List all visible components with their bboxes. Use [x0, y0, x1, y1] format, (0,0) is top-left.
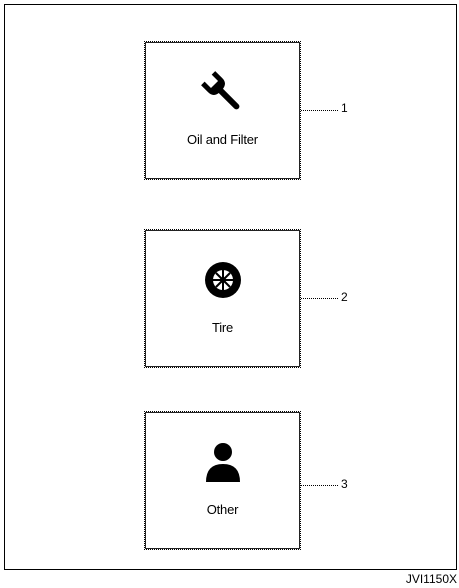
tire-icon [201, 256, 245, 306]
figure-code: JVI1150X [405, 572, 457, 586]
callout-leader-line [301, 485, 338, 486]
item-label: Tire [211, 320, 234, 335]
callout-leader-line [301, 110, 338, 111]
person-icon [201, 438, 245, 488]
other-button[interactable]: Other [144, 411, 301, 550]
tire-button[interactable]: Tire [144, 229, 301, 368]
callout-number: 2 [341, 290, 348, 304]
oil-and-filter-button[interactable]: Oil and Filter [144, 41, 301, 180]
callout-number: 3 [341, 477, 348, 491]
wrench-icon [200, 68, 245, 118]
item-label: Other [206, 502, 239, 517]
item-label: Oil and Filter [187, 132, 258, 147]
callout-number: 1 [341, 101, 348, 115]
figure-frame [4, 4, 457, 570]
callout-leader-line [301, 298, 338, 299]
